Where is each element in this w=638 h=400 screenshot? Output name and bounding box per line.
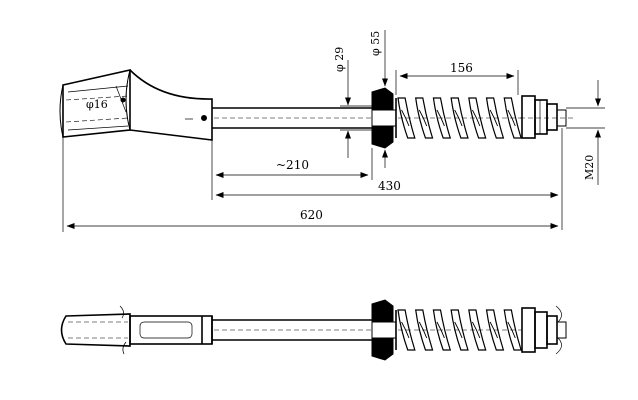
rod bbox=[211, 107, 372, 129]
spring bbox=[397, 97, 522, 139]
end-nut bbox=[520, 95, 575, 139]
spring-coil-hatch bbox=[401, 321, 410, 339]
spring-bottom bbox=[397, 309, 522, 351]
grip bbox=[60, 305, 213, 355]
dim-phi29: φ 29 bbox=[333, 47, 372, 158]
bottom-view bbox=[60, 299, 567, 361]
dim-210-label: ~210 bbox=[276, 158, 309, 172]
dim-m20: M20 bbox=[566, 80, 605, 185]
collar-nut bbox=[371, 87, 397, 149]
spring-coil bbox=[450, 309, 469, 351]
spring-coil bbox=[468, 309, 487, 351]
handle-body: φ16 bbox=[59, 69, 213, 141]
dim-156-label: 156 bbox=[450, 61, 473, 75]
dim-phi55: φ 55 bbox=[369, 30, 388, 168]
dim-phi29-label: φ 29 bbox=[333, 47, 346, 72]
spring-coil-hatch bbox=[472, 109, 481, 127]
spring-coil-hatch bbox=[401, 109, 410, 127]
dim-620: 620 bbox=[62, 137, 559, 232]
top-view: φ16 bbox=[59, 30, 605, 232]
dim-210: ~210 bbox=[211, 140, 373, 200]
dim-430: 430 bbox=[215, 128, 563, 230]
dim-430-label: 430 bbox=[378, 179, 401, 193]
dim-620-label: 620 bbox=[300, 208, 323, 222]
rod-bottom bbox=[212, 319, 372, 341]
end-nut-bottom bbox=[521, 305, 567, 355]
spring-coil bbox=[468, 97, 487, 139]
inner-diameter-label: φ16 bbox=[86, 98, 108, 111]
spring-coil-hatch bbox=[472, 321, 481, 339]
dim-156: 156 bbox=[395, 61, 519, 95]
spring-coil bbox=[450, 97, 469, 139]
dim-m20-label: M20 bbox=[583, 155, 596, 180]
collar-nut-bottom bbox=[371, 299, 397, 361]
dim-phi55-label: φ 55 bbox=[369, 31, 382, 56]
